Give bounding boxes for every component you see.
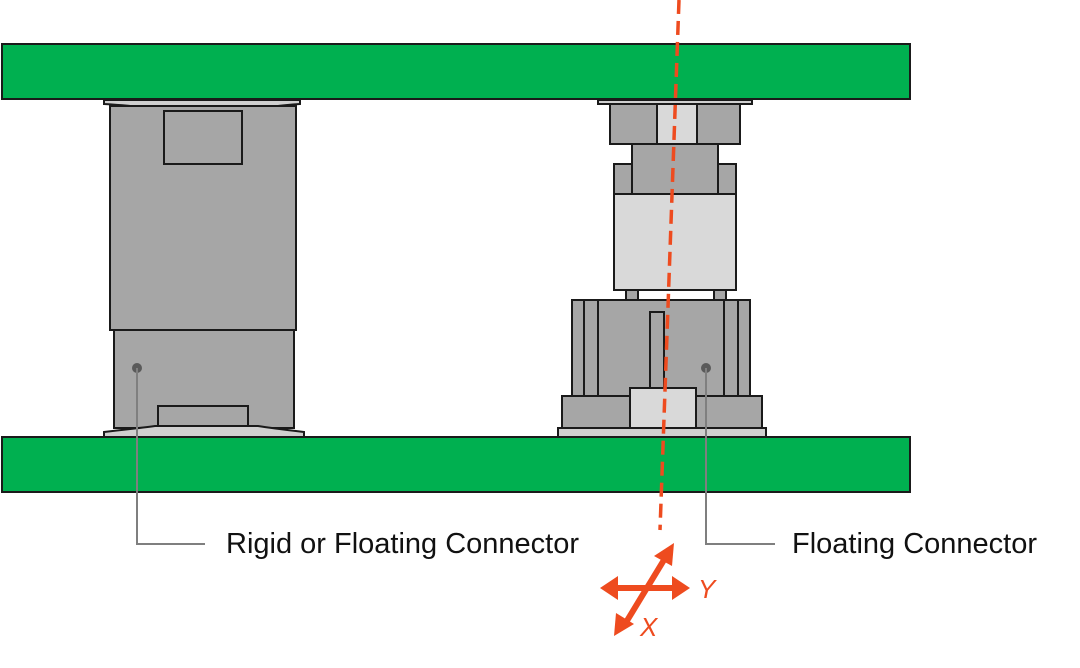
x-axis-label: X xyxy=(640,612,658,642)
right-callout-leader xyxy=(705,368,775,545)
y-axis-arrowhead-right xyxy=(672,576,690,600)
y-axis-label: Y xyxy=(698,574,716,604)
x-axis-arrowhead-top xyxy=(654,543,674,566)
right-plug-body xyxy=(613,193,737,291)
xy-float-arrows xyxy=(600,543,690,636)
right-connector-label: Floating Connector xyxy=(792,528,1038,560)
bottom-pcb xyxy=(1,436,911,493)
top-pcb xyxy=(1,43,911,100)
right-plug-foot-right xyxy=(713,289,727,301)
left-callout-leader xyxy=(136,368,205,545)
right-plug-foot-left xyxy=(625,289,639,301)
left-bottom-solder-feet xyxy=(103,425,305,438)
x-axis-arrowhead-bottom xyxy=(614,613,634,636)
y-axis-arrowhead-left xyxy=(600,576,618,600)
right-receptacle-slot xyxy=(649,311,665,389)
right-top-plug-core xyxy=(656,103,698,145)
right-plug-tab-left xyxy=(613,163,633,195)
left-upper-latch xyxy=(163,110,243,165)
right-connector xyxy=(557,99,767,438)
floating-centerline xyxy=(658,0,681,531)
left-lower-latch xyxy=(157,405,249,427)
x-axis-arrow-shaft xyxy=(622,553,670,626)
right-plug-tab-right xyxy=(717,163,737,195)
left-connector-label: Rigid or Floating Connector xyxy=(226,528,580,560)
left-connector xyxy=(103,99,305,438)
